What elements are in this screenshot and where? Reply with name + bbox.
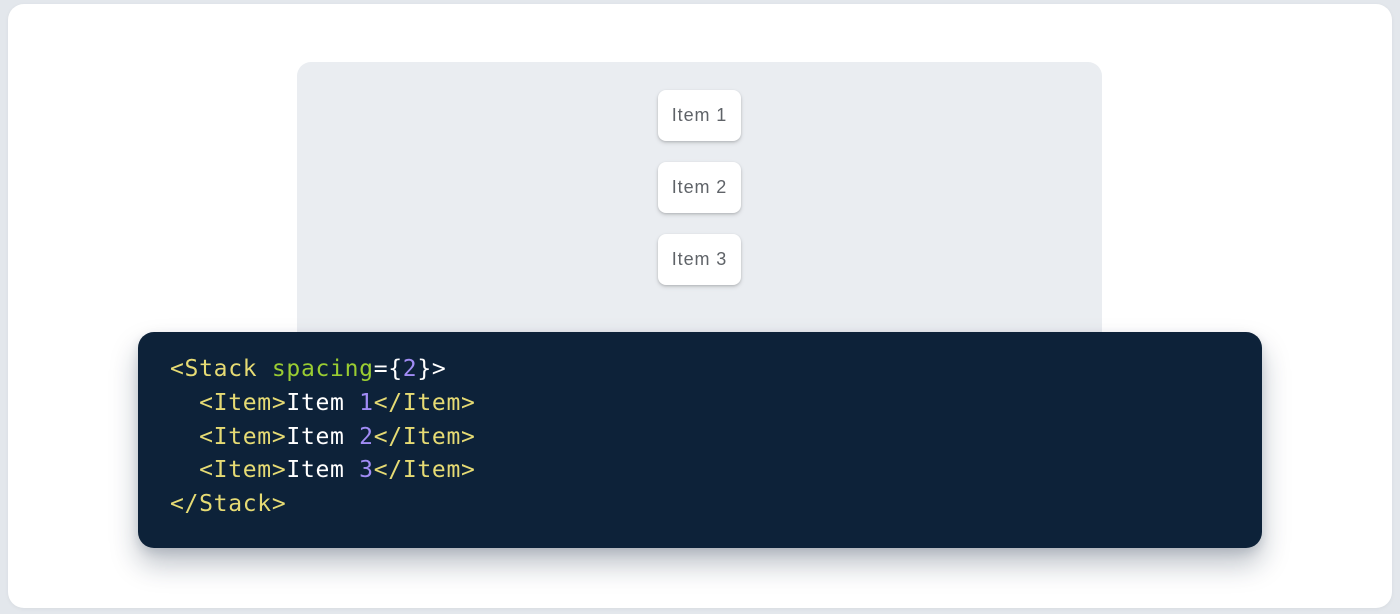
code-token-plain — [170, 390, 199, 416]
stack-item-card: Item 2 — [657, 162, 742, 213]
code-token-plain: Item — [286, 457, 360, 484]
code-token-number: 2 — [402, 356, 418, 382]
code-token-tag: </Item> — [373, 457, 476, 484]
code-token-tag: <Item> — [199, 389, 287, 416]
stack-item-card: Item 1 — [657, 90, 742, 141]
code-token-plain — [170, 424, 199, 450]
code-token-plain: Item — [286, 423, 360, 450]
code-token-tag: </Stack> — [170, 491, 287, 518]
demo-preview-panel: Item 1 Item 2 Item 3 — [297, 62, 1102, 364]
code-token-tag: </Item> — [373, 423, 476, 450]
code-token-plain — [170, 457, 199, 483]
code-token-punct: ={ — [373, 356, 403, 382]
stack-item-card: Item 3 — [657, 234, 742, 285]
item-stack: Item 1 Item 2 Item 3 — [297, 62, 1102, 285]
code-token-tag: </Item> — [373, 389, 476, 416]
code-token-tag: <Stack — [170, 356, 272, 382]
code-token-number: 3 — [359, 457, 374, 484]
code-token-attr: spacing — [271, 356, 374, 382]
code-token-number: 2 — [359, 423, 374, 450]
code-snippet: <Stack spacing={2}> <Item>Item 1</Item> … — [170, 353, 1230, 522]
code-block: <Stack spacing={2}> <Item>Item 1</Item> … — [138, 332, 1262, 548]
code-token-plain: Item — [286, 389, 360, 416]
code-token-punct: }> — [417, 356, 447, 382]
code-token-tag: <Item> — [199, 457, 287, 484]
code-token-number: 1 — [359, 389, 374, 416]
code-token-tag: <Item> — [199, 423, 287, 450]
